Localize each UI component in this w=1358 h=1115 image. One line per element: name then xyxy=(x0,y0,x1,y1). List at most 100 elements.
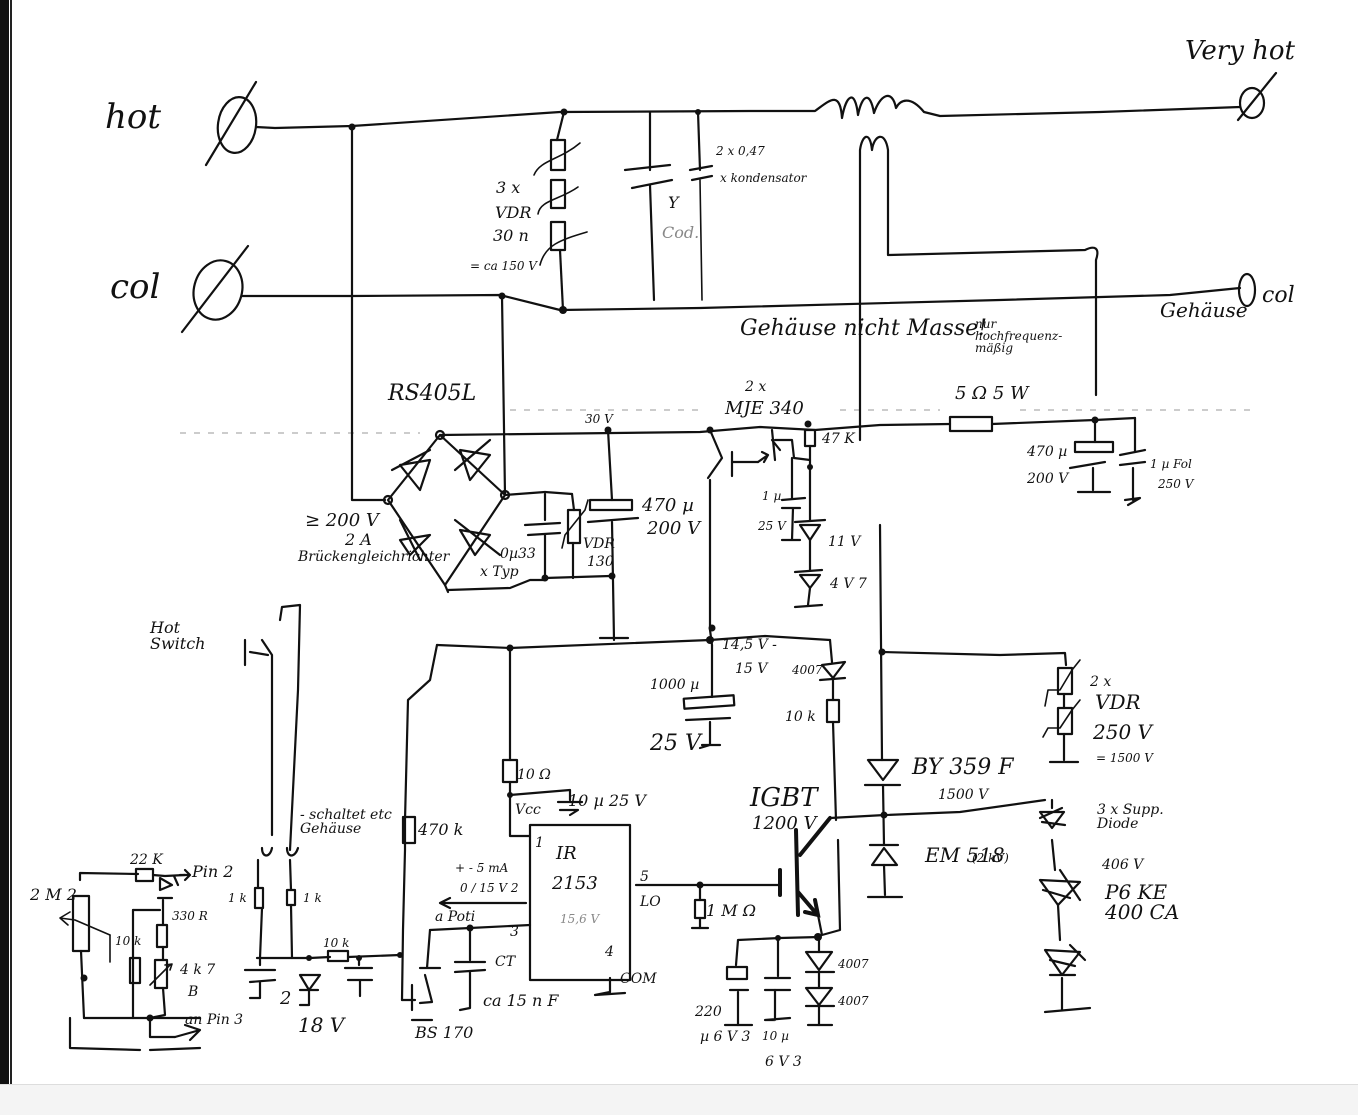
terminal-hot-stroke xyxy=(204,80,258,167)
scan-border xyxy=(0,0,9,1085)
pot-network-stroke xyxy=(68,1016,202,1052)
ic-zener-label: 15,6 V xyxy=(560,912,600,926)
ic-pin4-name: COM xyxy=(620,971,657,987)
stroke xyxy=(446,578,547,592)
pin2-note-line1: + - 5 mA xyxy=(455,861,509,875)
diode-4007-b-label: 4007 xyxy=(838,994,869,1008)
capacitor-z xyxy=(243,968,277,1000)
vdr-output-stack xyxy=(1042,659,1081,764)
mosfet-bs170-stroke xyxy=(400,643,439,1002)
junction-dot xyxy=(708,624,716,632)
cap-1u-film-value: 1 µ Fol xyxy=(1150,457,1192,471)
diode-em518-stroke xyxy=(868,843,900,867)
resistor-5r5w xyxy=(948,415,1137,433)
resistor-470k-label: 470 k xyxy=(418,820,464,839)
vdr-input-stack-stroke xyxy=(549,178,567,210)
note-gehaeuse-nicht-masse: Gehäuse nicht Masse! xyxy=(740,316,987,341)
suppressor-voltage: 406 V xyxy=(1102,857,1144,873)
igbt-symbol-stroke xyxy=(828,798,1047,820)
pin2-note-line3: a Poti xyxy=(435,909,476,925)
capacitor-1u-film-stroke xyxy=(1123,496,1142,507)
resistor-22k-label: 22 K xyxy=(130,852,163,868)
zener-chain-junction-dot xyxy=(807,464,813,470)
diode-em518-stroke xyxy=(882,863,887,897)
vdr-input-stack-stroke xyxy=(537,186,579,215)
diode-4007-pair-stroke xyxy=(804,986,836,1008)
vdr-130-type: VDR xyxy=(583,536,615,552)
ic-pin5-name: LO xyxy=(640,894,661,910)
ic-ir2153 xyxy=(528,823,632,982)
bridge-rectifier-stroke xyxy=(453,518,502,557)
transistor-part: MJE 340 xyxy=(725,398,804,419)
cap-ct-label: ca 15 n F xyxy=(483,991,559,1010)
capacitor-x-stroke xyxy=(699,179,703,301)
capacitor-x-stroke xyxy=(690,174,714,182)
transistor-mje340-stroke xyxy=(770,428,777,462)
cap-470-right-value: 470 µ xyxy=(1027,444,1068,460)
ic-pin3-name: CT xyxy=(495,954,516,970)
cap-470-left-value: 470 µ xyxy=(642,495,694,516)
capacitor-1000u-stroke xyxy=(682,694,736,710)
vdr-input-stack-stroke xyxy=(549,138,567,172)
junction-dot xyxy=(306,955,312,961)
transistor-mje340-stroke xyxy=(706,428,724,480)
mosfet-bs170-stroke xyxy=(401,815,417,845)
zener-4v7-label: 4 V 7 xyxy=(830,576,867,592)
suppressor-diodes-stroke xyxy=(1043,943,1087,977)
cap-1u-voltage: 25 V xyxy=(758,519,786,533)
resistor-330r xyxy=(155,923,169,949)
pot-network-junction-dot xyxy=(80,974,88,982)
junction-dot xyxy=(348,123,356,131)
capacitor-0u33-stroke xyxy=(526,531,562,537)
pot-network-junction-dot xyxy=(146,1014,154,1022)
pot-network-stroke xyxy=(79,949,86,1020)
vdr-input-stack xyxy=(533,108,588,314)
vdr-output-type: VDR xyxy=(1095,690,1141,714)
zener-chain-stroke xyxy=(806,586,812,607)
suppressor-qty: 3 x Supp. Diode xyxy=(1097,802,1164,832)
zener-chain-stroke xyxy=(793,568,824,590)
com-ground xyxy=(593,976,627,997)
cap-470-left-voltage: 200 V xyxy=(647,518,701,539)
ic-pin3: 3 xyxy=(510,924,519,940)
vdr-output-stack-stroke xyxy=(1042,699,1081,738)
junction-dot xyxy=(706,636,714,644)
capacitor-1000u-stroke xyxy=(698,720,722,750)
bridge-current: 2 A xyxy=(345,530,372,549)
vdr-input-stack-stroke xyxy=(533,142,581,176)
capacitor-y-stroke xyxy=(630,178,674,190)
vdr-input-rating: = ca 150 V xyxy=(470,259,537,273)
capacitor-ct xyxy=(453,926,487,1012)
zener-chain-stroke xyxy=(780,456,807,542)
vdr-input-stack-junction-dot xyxy=(560,108,568,116)
cap-1u-film-voltage: 250 V xyxy=(1158,477,1194,491)
vdr-input-stack-stroke xyxy=(558,248,565,312)
potentiometer-2m2 xyxy=(71,894,91,953)
diode-4007-rail xyxy=(818,638,847,822)
bridge-cap-note: x Typ xyxy=(480,564,519,580)
pot-network-stroke xyxy=(59,911,111,936)
ic-line1: IR xyxy=(556,843,577,864)
vdr-output-total: = 1500 V xyxy=(1096,751,1153,765)
diode-4007-rail-stroke xyxy=(831,720,838,822)
pot-network-stroke xyxy=(173,1023,202,1042)
bridge-desc: Brückengleichrichter xyxy=(298,549,450,565)
terminal-col xyxy=(180,244,250,334)
terminal-very-hot xyxy=(1236,71,1278,122)
transistor-mje340-stroke xyxy=(773,438,812,462)
resistor-1m xyxy=(690,883,710,930)
resistor-5r5w-stroke xyxy=(990,416,1137,426)
cap-10u-voltage: 6 V 3 xyxy=(765,1054,802,1070)
zener-18v-label: 18 V xyxy=(298,1013,345,1037)
capacitor-470u-right xyxy=(1068,418,1115,494)
pot-network-stroke xyxy=(149,963,173,986)
suppressor-diodes-stroke xyxy=(1056,903,1062,942)
mosfet-label: BS 170 xyxy=(415,1023,474,1042)
vdr-130-stroke xyxy=(543,574,612,580)
resistor-10k-b xyxy=(326,949,350,963)
vdr-130-stroke xyxy=(566,508,582,545)
pot-4k7-type: B xyxy=(188,984,199,1000)
zener-chain-stroke xyxy=(793,603,824,609)
resistor-47k-label: 47 K xyxy=(822,431,855,447)
capacitor-y-stroke xyxy=(648,183,656,302)
